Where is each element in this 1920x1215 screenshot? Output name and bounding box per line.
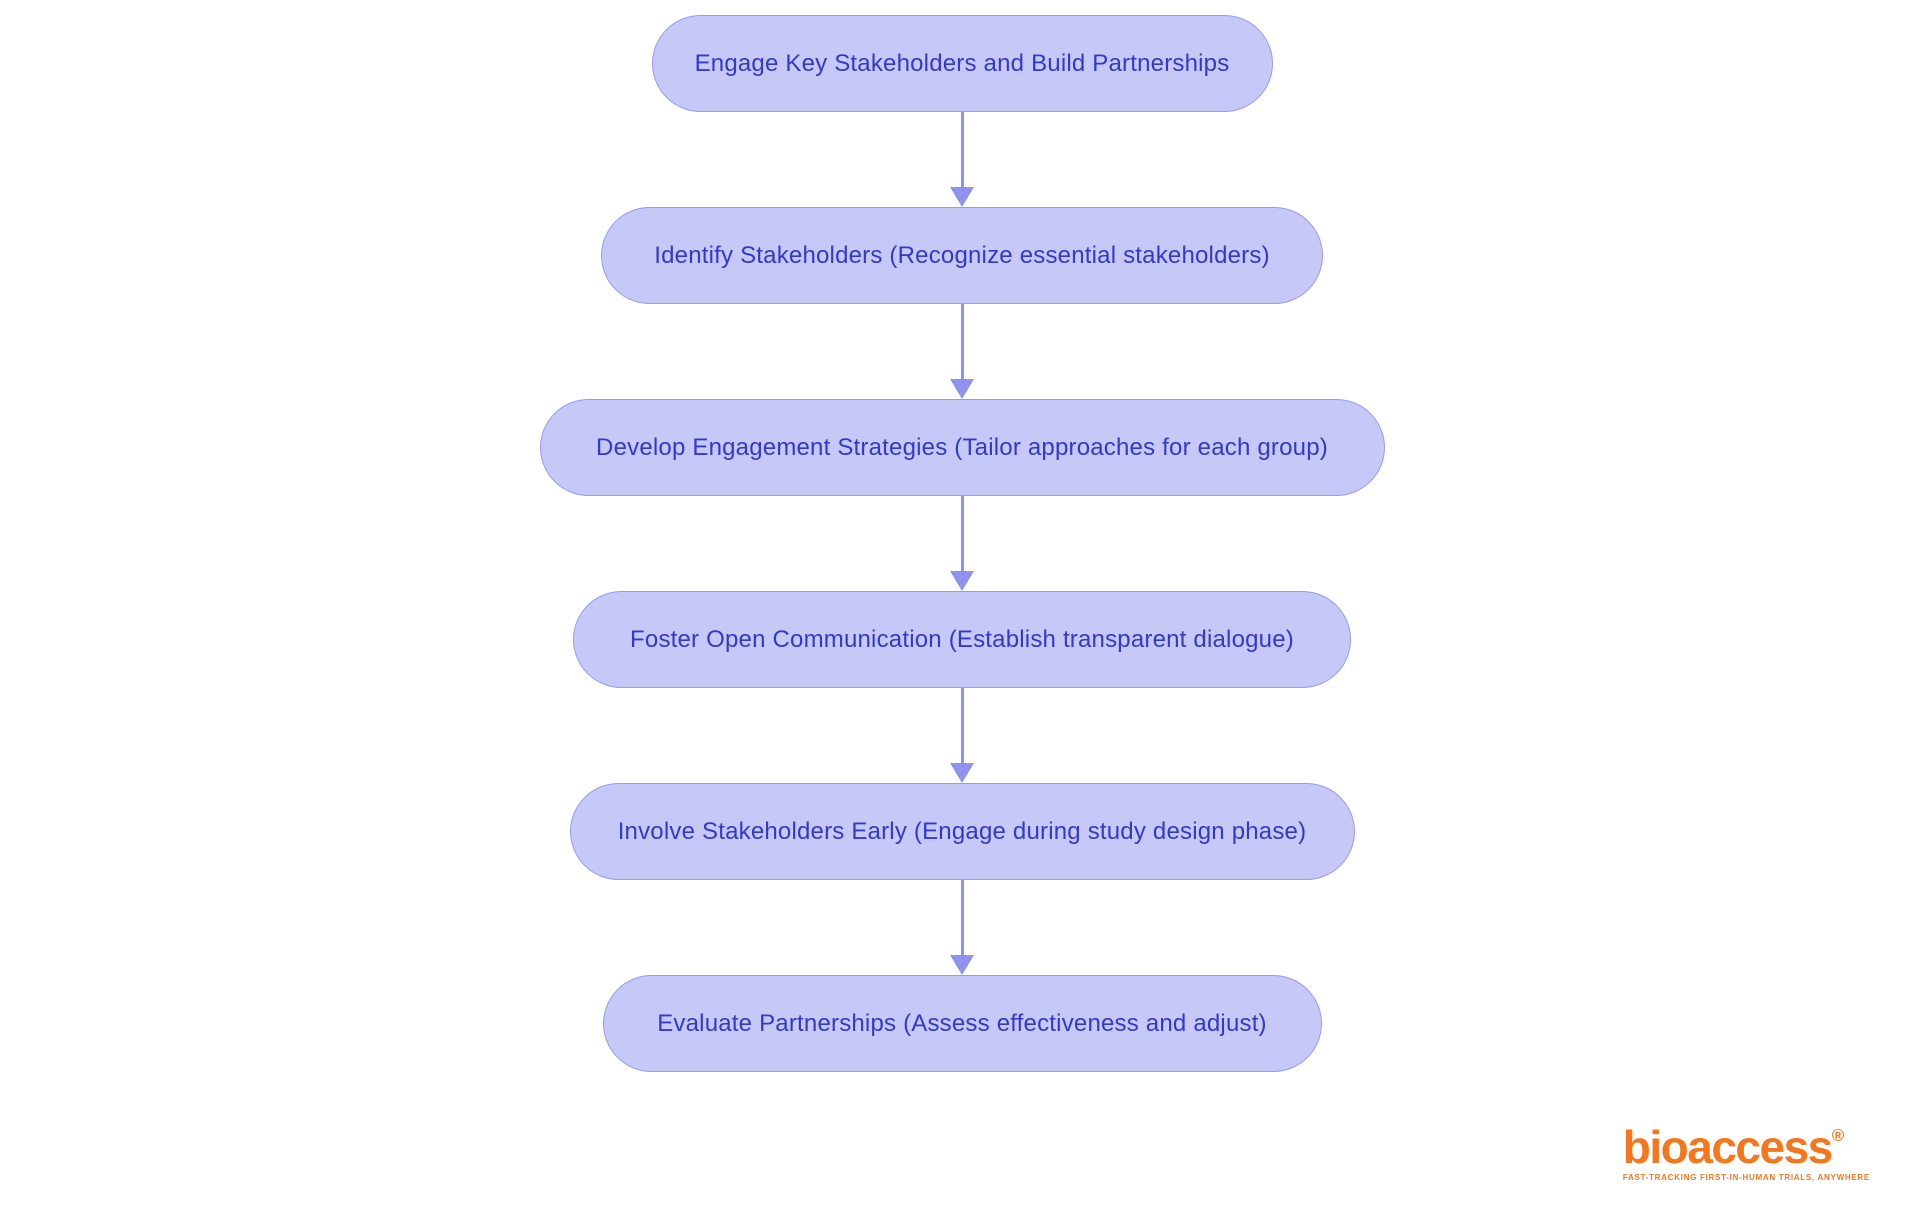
flow-node-engage-key-stakeholders: Engage Key Stakeholders and Build Partne… — [651, 15, 1273, 112]
registered-trademark-icon: ® — [1831, 1126, 1845, 1145]
flow-node-develop-engagement-strategies: Develop Engagement Strategies (Tailor ap… — [539, 399, 1385, 496]
flow-arrow-line-2 — [960, 304, 964, 379]
flow-arrowhead-icon-5 — [950, 955, 974, 975]
flow-node-involve-stakeholders-early: Involve Stakeholders Early (Engage durin… — [569, 783, 1355, 880]
flow-node-evaluate-partnerships: Evaluate Partnerships (Assess effectiven… — [602, 975, 1322, 1072]
flow-arrow-line-4 — [960, 688, 964, 763]
flow-node-foster-open-communication: Foster Open Communication (Establish tra… — [573, 591, 1351, 688]
flow-arrowhead-icon-2 — [950, 379, 974, 399]
bioaccess-wordmark-text: bioaccess — [1622, 1121, 1833, 1173]
flow-arrow-line-1 — [960, 112, 964, 187]
flow-arrow-line-5 — [960, 880, 964, 955]
bioaccess-wordmark: bioaccess® — [1623, 1124, 1870, 1170]
bioaccess-tagline: FAST-TRACKING FIRST-IN-HUMAN TRIALS, ANY… — [1622, 1173, 1870, 1182]
flow-node-identify-stakeholders: Identify Stakeholders (Recognize essenti… — [601, 207, 1323, 304]
flow-arrowhead-icon-3 — [950, 571, 974, 591]
flow-arrow-line-3 — [960, 496, 964, 571]
bioaccess-logo: bioaccess® FAST-TRACKING FIRST-IN-HUMAN … — [1623, 1124, 1870, 1182]
flow-arrowhead-icon-4 — [950, 763, 974, 783]
flow-arrowhead-icon-1 — [950, 187, 974, 207]
